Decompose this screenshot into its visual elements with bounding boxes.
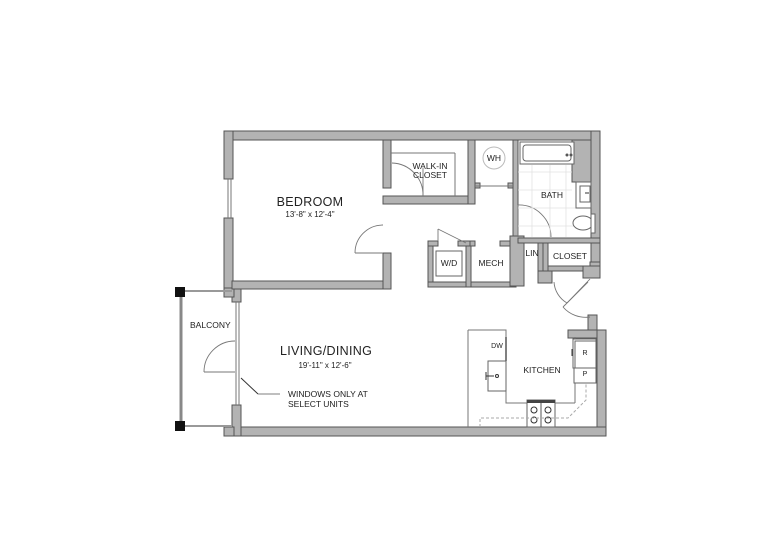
bath-label: BATH	[540, 190, 564, 200]
living-dining-dimensions: 19'-11" x 12'-6"	[298, 361, 352, 370]
window-note-line-1: WINDOWS ONLY AT	[288, 389, 368, 399]
pantry-label: P	[582, 371, 588, 378]
water-heater-label: WH	[486, 153, 502, 163]
closet-label: CLOSET	[552, 251, 587, 261]
walk-in-closet-label-2: CLOSET	[412, 170, 447, 180]
kitchen-fixtures	[467, 329, 597, 428]
mech-label: MECH	[478, 258, 504, 268]
balcony-structure	[175, 287, 280, 431]
washer-dryer-label: W/D	[440, 258, 458, 268]
refrigerator-label: R	[582, 350, 588, 357]
exterior-walls	[223, 130, 607, 437]
doors	[203, 162, 591, 373]
walk-in-closet-label-1: WALK-IN	[412, 161, 448, 171]
bedroom-label: BEDROOM	[276, 195, 344, 209]
bath-fixtures	[518, 141, 596, 237]
balcony-label: BALCONY	[190, 320, 231, 330]
kitchen-label: KITCHEN	[523, 365, 561, 375]
dishwasher-label: DW	[491, 343, 503, 350]
linen-label: LIN	[525, 248, 539, 258]
water-heater-icon	[482, 146, 506, 170]
window-note-line-2: SELECT UNITS	[288, 399, 349, 409]
washer-dryer-unit	[435, 250, 463, 277]
bedroom-dimensions: 13'-8" x 12'-4"	[285, 210, 335, 219]
wic-shelves	[391, 152, 456, 196]
living-dining-label: LIVING/DINING	[280, 344, 373, 358]
